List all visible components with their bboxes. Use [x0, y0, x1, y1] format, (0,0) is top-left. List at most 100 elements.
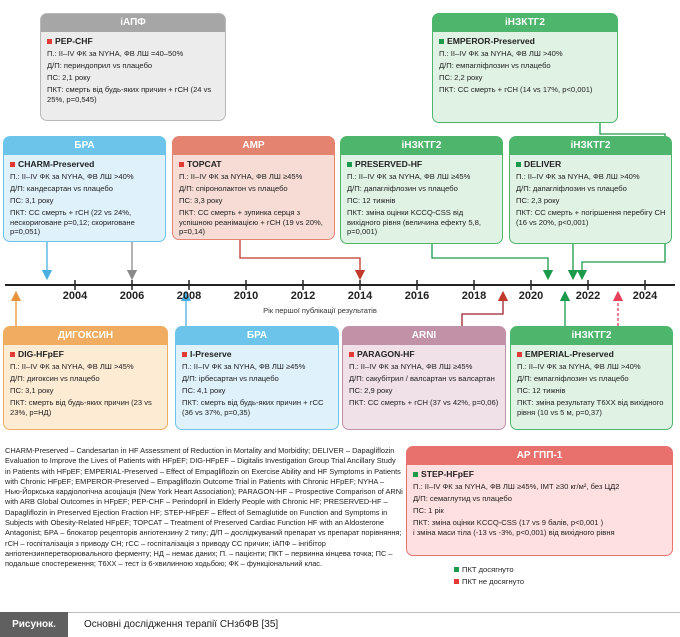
card-line: ПКТ: зміна результату Т6ХХ від вихідного… — [517, 397, 664, 417]
card-line: П.: II–IV ФК за NYHA, ФВ ЛШ >40% — [516, 172, 640, 181]
year-label: 2006 — [119, 290, 145, 302]
card-emperial-preserved: іНЗКТГ2 EMPERIAL-Preserved П.: II–IV ФК … — [510, 326, 673, 430]
card-preserved-hf: іНЗКТГ2 PRESERVED-HF П.: II–IV ФК за NYH… — [340, 136, 503, 244]
card-line: Д/П: емпагліфлозин vs плацебо — [439, 60, 551, 70]
card-header: іНЗКТГ2 — [511, 327, 672, 345]
card-line: ПС: 12 тижнів — [347, 195, 396, 205]
card-line: ПС: 3,1 року — [10, 385, 54, 395]
card-line: ПКТ: СС смерть + гСН (22 vs 24%, нескори… — [10, 207, 135, 237]
legend-not-achieved: ПКТ не досягнуто — [454, 577, 524, 586]
card-deliver: іНЗКТГ2 DELIVER П.: II–IV ФК за NYHA, ФВ… — [509, 136, 672, 244]
year-label: 2012 — [290, 290, 316, 302]
card-line: і зміна маси тіла (-13 vs -3%, p<0,001) … — [413, 527, 615, 537]
card-line: ПС: 3,3 року — [179, 195, 223, 205]
bullet-square-icon — [517, 351, 522, 357]
card-line: ПКТ: зміна оцінки KCCQ-CSS від вихідного… — [347, 207, 481, 237]
card-header: іНЗКТГ2 — [433, 14, 617, 32]
card-paragon-hf: ARNI PARAGON-HF П.: II–IV ФК за NYHA, ФВ… — [342, 326, 506, 430]
figure-tag: Рисунок. — [0, 612, 68, 637]
card-line: Д/П: спіронолактон vs плацебо — [179, 183, 288, 193]
card-line: ПС: 2,2 року — [439, 72, 483, 82]
bullet-square-icon — [10, 161, 15, 167]
card-pep-chf: іАПФ PEP-CHF П.: II–IV ФК за NYHA, ФВ ЛШ… — [40, 13, 226, 121]
card-title: STEP-HFpEF — [421, 469, 474, 479]
card-line: П.: II–IV ФК за NYHA, ФВ ЛШ ≥45% — [347, 172, 471, 181]
year-label: 2020 — [518, 290, 544, 302]
card-title: I-Preserve — [190, 349, 232, 359]
card-dig-hfpef: ДИГОКСИН DIG-HFpEF П.: II–IV ФК за NYHA,… — [3, 326, 168, 430]
card-header: АР ГПП-1 — [407, 447, 672, 465]
card-header: ARNI — [343, 327, 505, 345]
card-line: П.: II–IV ФК за NYHA, ФВ ЛШ >40% — [517, 362, 641, 371]
legend-label: ПКТ не досягнуто — [462, 577, 525, 586]
card-line: Д/П: семаглутид vs плацебо — [413, 493, 512, 503]
card-line: ПС: 3,1 року — [10, 195, 54, 205]
year-label: 2008 — [176, 290, 202, 302]
card-title: PARAGON-HF — [357, 349, 415, 359]
card-line: П.: II–IV ФК за NYHA, ФВ ЛШ >40% — [10, 172, 134, 181]
card-line: ПКТ: смерть від будь-яких причин + гСН (… — [47, 84, 212, 104]
card-line: Д/П: сакубітрил / валсартан vs валсартан — [349, 373, 495, 383]
abbreviations-text: CHARM-Preserved – Candesartan in HF Asse… — [5, 446, 403, 569]
axis-label: Рік першої публікації результатів — [263, 306, 377, 315]
card-line: Д/П: дапагліфлозин vs плацебо — [516, 183, 627, 193]
bullet-square-icon — [347, 161, 352, 167]
card-line: ПС: 2,1 року — [47, 72, 91, 82]
card-line: Д/П: кандесартан vs плацебо — [10, 183, 113, 193]
card-header: іНЗКТГ2 — [510, 137, 671, 155]
bullet-square-icon — [439, 38, 444, 44]
card-charm-preserved: БРА CHARM-Preserved П.: II–IV ФК за NYHA… — [3, 136, 166, 242]
card-title: CHARM-Preserved — [18, 159, 95, 169]
bullet-square-icon — [10, 351, 15, 357]
card-line: ПС: 2,9 року — [349, 385, 393, 395]
bullet-square-icon — [516, 161, 521, 167]
card-line: ПКТ: СС смерть + гСН (14 vs 17%, p<0,001… — [439, 84, 593, 94]
year-label: 2022 — [575, 290, 601, 302]
card-line: ПКТ: СС смерть + погіршення перебігу СН … — [516, 207, 666, 227]
card-header: ДИГОКСИН — [4, 327, 167, 345]
card-i-preserve: БРА I-Preserve П.: II–IV ФК за NYHA, ФВ … — [175, 326, 339, 430]
year-label: 2024 — [632, 290, 658, 302]
card-line: П.: II–IV ФК за NYHA, ФВ ЛШ ≥45% — [182, 362, 306, 371]
year-label: 2014 — [347, 290, 373, 302]
card-title: DIG-HFpEF — [18, 349, 64, 359]
card-line: П.: II–IV ФК за NYHA, ФВ ЛШ ≥45% — [179, 172, 303, 181]
card-line: Д/П: дапагліфлозин vs плацебо — [347, 183, 458, 193]
figure-caption: Основні дослідження терапії СНзбФВ [35] — [84, 619, 279, 630]
card-line: П.: II–IV ФК за NYHA, ФВ ЛШ >45% — [10, 362, 134, 371]
card-title: TOPCAT — [187, 159, 222, 169]
card-step-hfpef: АР ГПП-1 STEP-HFpEF П.: II–IV ФК за NYHA… — [406, 446, 673, 556]
bullet-square-icon — [349, 351, 354, 357]
card-line: ПС: 1 рік — [413, 505, 444, 515]
card-line: ПКТ: смерть від будь-яких причин (23 vs … — [10, 397, 152, 417]
card-title: EMPERIAL-Preserved — [525, 349, 614, 359]
card-line: П.: II–IV ФК за NYHA, ФВ ЛШ ≥45%, ІМТ ≥3… — [413, 482, 620, 491]
card-header: АМР — [173, 137, 334, 155]
year-label: 2016 — [404, 290, 430, 302]
card-header: іНЗКТГ2 — [341, 137, 502, 155]
card-line: ПС: 2,3 року — [516, 195, 560, 205]
year-label: 2018 — [461, 290, 487, 302]
card-title: PEP-CHF — [55, 36, 93, 46]
achieved-square-icon — [454, 567, 459, 572]
card-title: DELIVER — [524, 159, 562, 169]
card-line: ПКТ: зміна оцінки KCCQ-CSS (17 vs 9 балі… — [413, 517, 604, 527]
card-emperor-preserved: іНЗКТГ2 EMPEROR-Preserved П.: II–IV ФК з… — [432, 13, 618, 123]
card-header: БРА — [176, 327, 338, 345]
card-line: Д/П: периндоприл vs плацебо — [47, 60, 153, 70]
card-title: EMPEROR-Preserved — [447, 36, 535, 46]
bullet-square-icon — [47, 38, 52, 44]
bullet-square-icon — [179, 161, 184, 167]
legend-label: ПКТ досягнуто — [462, 565, 514, 574]
card-line: Д/П: емпагліфлозин vs плацебо — [517, 373, 629, 383]
card-line: ПКТ: СС смерть + зупинка серця з успішно… — [179, 207, 323, 237]
year-label: 2010 — [233, 290, 259, 302]
card-line: П.: II–IV ФК за NYHA, ФВ ЛШ ≥45% — [349, 362, 473, 371]
card-line: ПС: 4,1 року — [182, 385, 226, 395]
card-topcat: АМР TOPCAT П.: II–IV ФК за NYHA, ФВ ЛШ ≥… — [172, 136, 335, 240]
year-label: 2004 — [62, 290, 88, 302]
card-line: ПКТ: смерть від будь-яких причин + гСС (… — [182, 397, 324, 417]
card-line: Д/П: ірбесартан vs плацебо — [182, 373, 279, 383]
card-title: PRESERVED-HF — [355, 159, 423, 169]
card-header: іАПФ — [41, 14, 225, 32]
